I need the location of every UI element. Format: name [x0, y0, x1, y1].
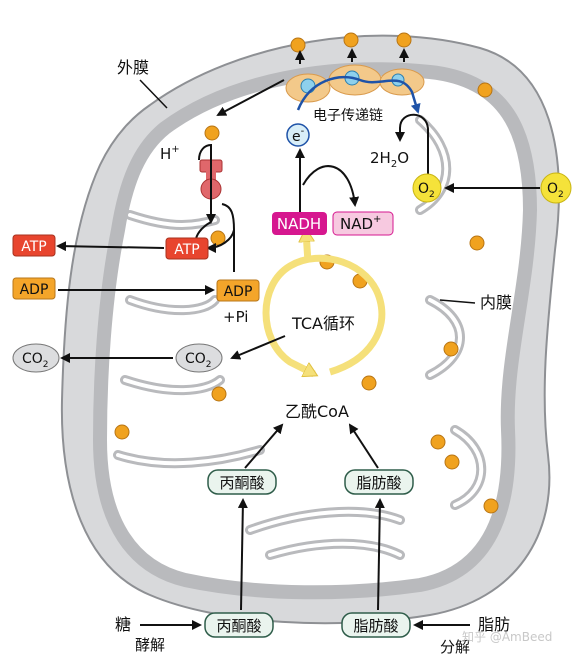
svg-text:CO2: CO2 [185, 351, 212, 370]
glycolysis-label: 酵解 [135, 636, 165, 654]
svg-text:丙酮酸: 丙酮酸 [219, 474, 264, 492]
svg-text:O2: O2 [418, 181, 435, 200]
acetyl-coa-label: 乙酰CoA [285, 402, 349, 421]
nad-box [332, 211, 394, 236]
etc-label: 电子传递链 [313, 108, 383, 124]
svg-text:脂肪酸: 脂肪酸 [353, 617, 398, 635]
pyruvate-outer-box [204, 612, 274, 638]
o2-inner [412, 173, 442, 203]
pi-label: +Pi [223, 308, 248, 326]
electron-bubble [286, 123, 310, 147]
electron-label: e- [292, 126, 305, 145]
outer-membrane-label: 外膜 [117, 58, 149, 77]
svg-text:O2: O2 [547, 181, 564, 200]
o2-outer [540, 172, 572, 204]
matrix-granules [114, 32, 499, 514]
fatty-acid-inner-box [344, 469, 414, 495]
nad-label: NAD+ [340, 214, 381, 233]
inner-membrane-label: 内膜 [480, 293, 512, 312]
nadh-label: NADH [277, 215, 321, 233]
decomposition-label: 分解 [440, 638, 470, 656]
atp-outer-box [12, 234, 56, 257]
electron-transport-chain [285, 64, 425, 114]
sugar-label: 糖 [115, 615, 131, 634]
svg-text:ATP: ATP [174, 242, 199, 258]
h-plus-label: H+ [160, 144, 180, 163]
svg-text:ATP: ATP [21, 239, 46, 255]
svg-text:丙酮酸: 丙酮酸 [216, 617, 261, 635]
svg-text:脂肪酸: 脂肪酸 [356, 474, 401, 492]
co2-inner [175, 343, 223, 373]
watermark-text: 知乎 @AmBeed [462, 630, 552, 644]
nadh-box [272, 212, 327, 235]
atp-inner-box [165, 237, 209, 260]
pyruvate-inner-box [207, 469, 277, 495]
fat-label: 脂肪 [478, 615, 510, 634]
fatty-acid-outer-box [341, 612, 411, 638]
adp-outer-box [12, 277, 56, 300]
svg-text:ADP: ADP [224, 284, 253, 300]
water-label: 2H2O [370, 149, 409, 170]
svg-text:ADP: ADP [20, 282, 49, 298]
tca-label: TCA循环 [291, 314, 355, 333]
svg-text:CO2: CO2 [22, 351, 49, 370]
co2-outer [12, 343, 60, 373]
adp-inner-box [216, 279, 260, 302]
tca-ring [262, 254, 386, 374]
